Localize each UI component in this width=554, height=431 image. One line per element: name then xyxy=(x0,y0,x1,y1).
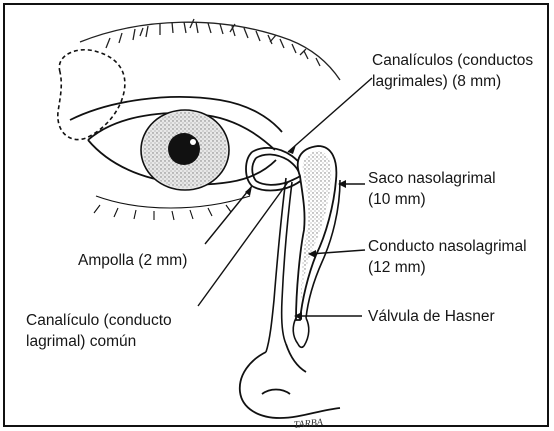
hasner-valve xyxy=(293,318,309,347)
label-valvula: Válvula de Hasner xyxy=(368,306,495,327)
canaliculi xyxy=(246,148,306,191)
label-comun-line2: lagrimal) común xyxy=(26,331,172,352)
label-saco: Saco nasolagrimal (10 mm) xyxy=(368,168,496,210)
label-canaliculos: Canalículos (conductos lagrimales) (8 mm… xyxy=(372,50,533,92)
nose xyxy=(240,344,340,418)
label-valvula-line1: Válvula de Hasner xyxy=(368,306,495,327)
label-comun-line1: Canalículo (conducto xyxy=(26,310,172,331)
label-conducto-line2: (12 mm) xyxy=(368,257,527,278)
leader-lines xyxy=(198,78,372,320)
label-canaliculos-line2: lagrimales) (8 mm) xyxy=(372,71,533,92)
label-ampolla-line1: Ampolla (2 mm) xyxy=(78,250,187,271)
lacrimal-gland xyxy=(58,50,125,140)
eyebrow xyxy=(80,19,340,80)
pupil xyxy=(168,133,200,165)
label-comun: Canalículo (conducto lagrimal) común xyxy=(26,310,172,352)
label-ampolla: Ampolla (2 mm) xyxy=(78,250,187,271)
label-canaliculos-line1: Canalículos (conductos xyxy=(372,50,533,71)
label-saco-line1: Saco nasolagrimal xyxy=(368,168,496,189)
artist-signature: TARBA xyxy=(293,417,324,431)
leader-canaliculos xyxy=(288,78,372,152)
eye-iris xyxy=(141,110,229,190)
label-saco-line2: (10 mm) xyxy=(368,189,496,210)
label-conducto-line1: Conducto nasolagrimal xyxy=(368,236,527,257)
label-conducto: Conducto nasolagrimal (12 mm) xyxy=(368,236,527,278)
